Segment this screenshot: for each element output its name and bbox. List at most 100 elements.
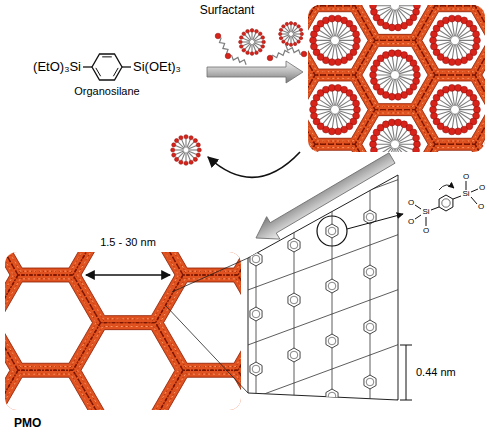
surfactant-tail [317,111,331,115]
benzene-ring [250,417,262,431]
surfactant-head [473,100,480,107]
benzene-ring [364,155,376,169]
siloxane-link [370,121,408,135]
siloxane-link [370,286,408,300]
siloxane-link [408,327,446,341]
surfactant-head [261,45,265,49]
component-label: Organosilane [74,85,139,97]
aromatic-circle [214,379,222,387]
honeycomb-structure [5,252,241,410]
wall-texture [351,37,438,113]
aromatic-circle [442,240,450,248]
aromatic-circle [404,364,412,372]
surfactant-tail [392,125,394,140]
pore [164,252,241,268]
benzene-ring [250,362,262,376]
aromatic-circle [252,255,260,263]
surfactant-head [370,72,377,79]
dimension-arrow [86,274,170,275]
benzene-ring [326,169,338,183]
surfactant-head [474,106,481,113]
aromatic-circle [252,365,260,373]
pore [482,5,485,34]
aromatic-circle [290,296,298,304]
surfactant-tail [332,22,334,37]
surfactant-head [184,135,188,139]
aromatic-circle [442,405,450,413]
siloxane-link [408,382,446,396]
benzene-ring [288,293,300,307]
surfactant-head [413,135,420,142]
surfactant-tail [437,111,451,115]
siloxane-link [294,163,295,218]
surfactant-head [279,32,282,35]
siloxane-link [332,410,370,424]
surfactant-head [310,106,317,113]
surfactant-head [262,40,266,44]
surfactant-head [414,72,421,79]
surfactant-head [193,139,197,143]
chemical-bond [453,196,461,199]
wall-texture [5,252,96,271]
surfactant-head [474,37,481,44]
aromatic-circle [404,144,412,152]
surfactant-head [293,22,296,25]
surfactant-tail [219,38,228,55]
surfactant-head [289,22,292,25]
benzene-ring [364,320,376,334]
surfactant-head [430,106,437,113]
pore [308,46,309,103]
atom-label: O [408,218,414,227]
free-surfactant [215,33,228,54]
aromatic-circle [252,310,260,318]
surfactant-tail [339,104,353,108]
benzene-ring [364,430,376,436]
surfactant-head [172,153,176,157]
surfactant-head [395,24,402,31]
surfactant-tail [452,91,454,106]
siloxane-link [370,410,371,436]
surfactant-head [310,112,317,119]
benzene-ring [212,211,224,225]
siloxane-link [256,383,294,397]
pore [5,377,92,410]
surfactant-tail [316,40,331,41]
benzene-ring [288,348,300,362]
surfactant-head [279,28,282,31]
surfactant-head [299,28,302,31]
surfactant-head [430,43,437,50]
chemical-bond [102,56,112,57]
chemical-bond [471,197,477,204]
surfactant-head [255,29,259,33]
surfactant-head [301,51,307,57]
surfactant-head [335,128,342,135]
surfactant-tail [459,104,473,108]
surfactant-tail [399,5,414,6]
aromatic-circle [366,378,374,386]
aromatic-circle [442,350,450,358]
surfactant-head [246,29,250,33]
surfactant-tail [251,32,252,40]
surfactant-head [193,157,197,161]
surfactant-head [395,93,402,100]
surfactant-tail [437,41,451,45]
wall-texture [160,252,241,271]
dimension-label: 0.44 nm [416,366,456,378]
wall-texture [77,327,178,410]
benzene-ring [288,183,300,197]
aromatic-circle [252,200,260,208]
siloxane-link [408,107,446,121]
surfactant-tail [459,109,474,110]
wall-texture [5,275,101,370]
surfactant-head [239,45,243,49]
benzene-ring [326,389,338,403]
siloxane-link [256,163,294,177]
surfactant-tail [339,35,353,39]
chemical-bond [415,215,421,219]
benzene-ring [250,252,262,266]
zoom-line [166,258,248,393]
wall-texture [73,323,183,410]
benzene-ring [212,431,224,436]
surfactant-head [413,65,420,72]
surfactant-tail [459,35,473,39]
